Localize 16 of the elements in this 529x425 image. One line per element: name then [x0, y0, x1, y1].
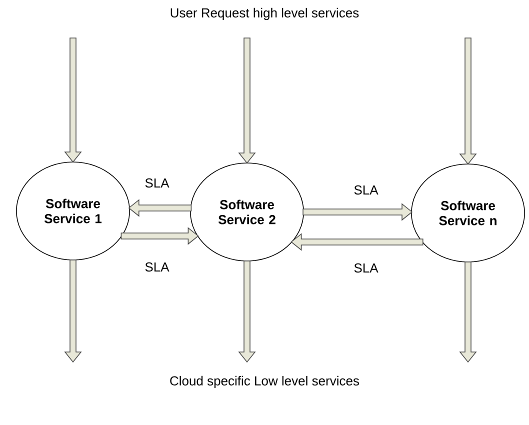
- arrow: [459, 262, 477, 363]
- arrow: [120, 227, 199, 245]
- arrow: [302, 203, 413, 221]
- title: User Request high level services: [170, 8, 359, 20]
- arrow: [128, 199, 192, 217]
- arrow: [64, 38, 82, 163]
- arrow: [64, 260, 82, 363]
- arrow: [459, 38, 477, 165]
- caption: Cloud specific Low level services: [170, 376, 359, 388]
- arrow: [238, 38, 256, 164]
- arrow: [290, 233, 424, 251]
- arrow: [238, 260, 256, 363]
- edge-label: SLA: [354, 263, 378, 273]
- edge-label: SLA: [145, 262, 170, 272]
- edge-label: SLA: [145, 178, 170, 188]
- edge-label: SLA: [354, 185, 378, 195]
